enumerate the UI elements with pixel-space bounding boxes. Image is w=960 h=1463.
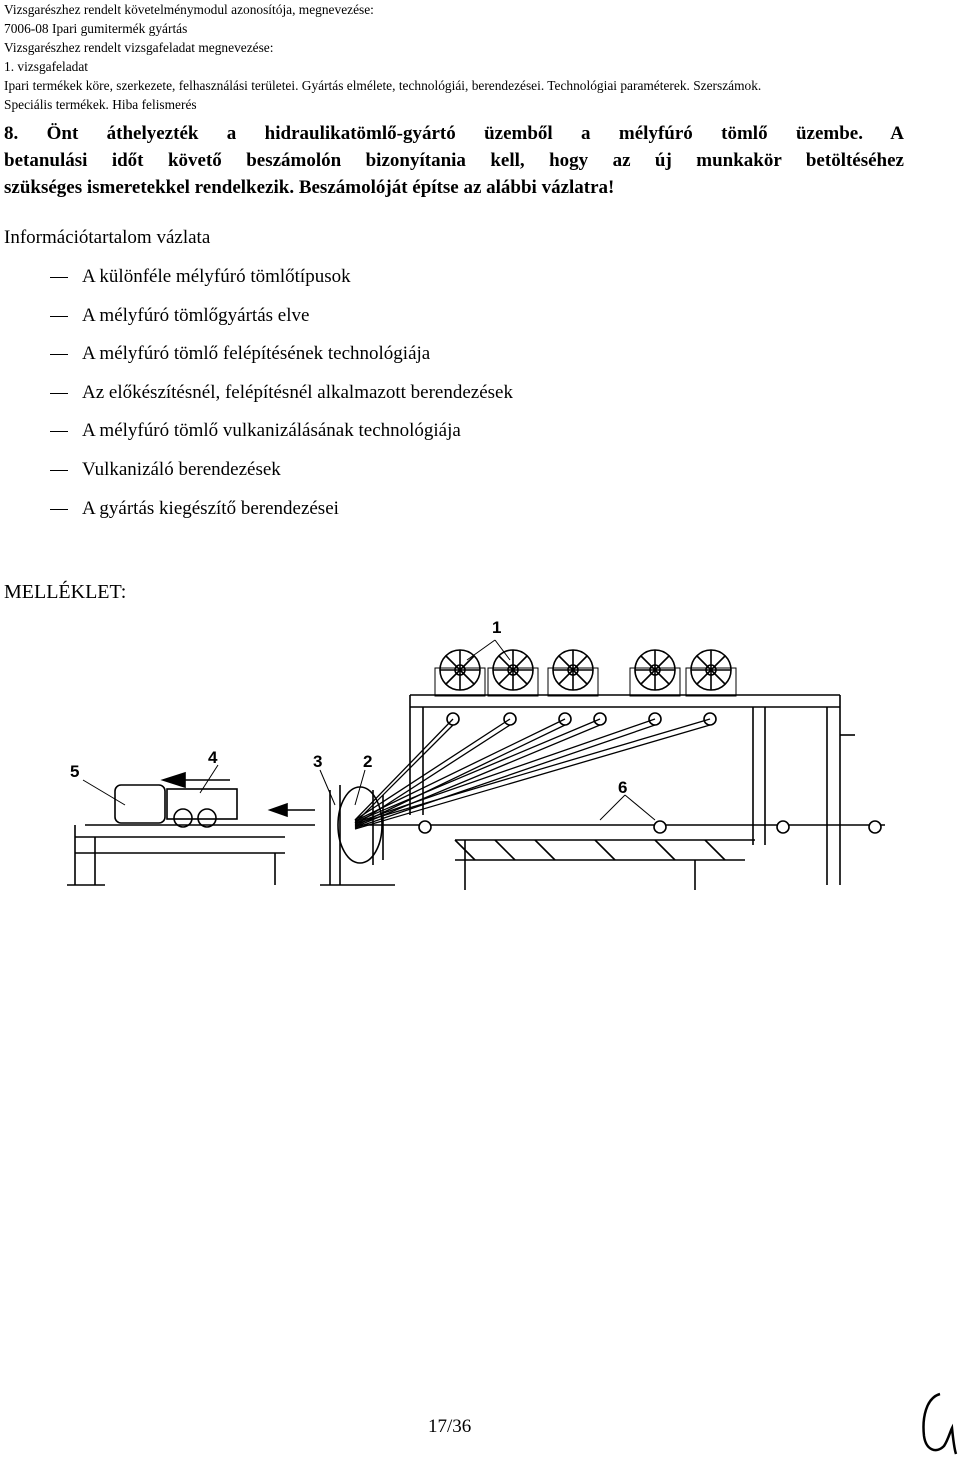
header-line: Vizsgarészhez rendelt követelménymodul a… bbox=[4, 2, 374, 17]
callout-leaders bbox=[82, 639, 656, 821]
list-item-text: Az előkészítésnél, felépítésnél alkalmaz… bbox=[82, 381, 513, 403]
dash-bullet bbox=[50, 392, 68, 394]
hose-machine-drawing bbox=[67, 639, 885, 890]
list-item-text: A különféle mélyfúró tömlőtípusok bbox=[82, 266, 351, 287]
list-item: A gyártás kiegészítő berendezései bbox=[50, 498, 513, 537]
dash-bullet bbox=[50, 354, 68, 356]
bobbin-icon bbox=[629, 649, 681, 697]
list-item: A mélyfúró tömlő felépítésének technológ… bbox=[50, 343, 513, 382]
list-item-text: A mélyfúró tömlő vulkanizálásának techno… bbox=[82, 420, 461, 442]
task-line: betanulási időt követő beszámolón bizony… bbox=[4, 150, 904, 171]
braiding-head bbox=[320, 785, 395, 886]
gantry-frame bbox=[409, 694, 855, 885]
dash-bullet bbox=[50, 469, 68, 471]
signature-mark bbox=[922, 1392, 958, 1455]
header-line: 1. vizsgafeladat bbox=[4, 59, 89, 74]
list-item: Vulkanizáló berendezések bbox=[50, 459, 513, 498]
list-item: A különféle mélyfúró tömlőtípusok bbox=[50, 266, 513, 305]
header-line: Speciális termékek. Hiba felismerés bbox=[4, 97, 197, 112]
dash-bullet bbox=[50, 277, 68, 278]
bobbin-icon bbox=[547, 649, 599, 697]
task-line: 8. Önt áthelyezték a hidraulikatömlő-gyá… bbox=[4, 123, 904, 144]
haul-off-unit bbox=[67, 771, 315, 886]
list-item: A mélyfúró tömlő vulkanizálásának techno… bbox=[50, 420, 513, 459]
outline-list: A különféle mélyfúró tömlőtípusok A mély… bbox=[50, 266, 513, 536]
document-header: Vizsgarészhez rendelt követelménymodul a… bbox=[4, 0, 954, 114]
list-item-text: Vulkanizáló berendezések bbox=[82, 458, 281, 480]
task-description: 8. Önt áthelyezték a hidraulikatömlő-gyá… bbox=[4, 120, 904, 201]
callout-label: 4 bbox=[208, 748, 218, 767]
callout-label: 2 bbox=[363, 752, 373, 771]
thread-lines bbox=[354, 718, 711, 830]
bobbin-icon bbox=[685, 649, 737, 697]
bobbin-row bbox=[434, 649, 737, 697]
dash-bullet bbox=[50, 315, 68, 317]
callout-label: 3 bbox=[313, 752, 323, 771]
callout-label: 5 bbox=[70, 762, 80, 781]
bobbin-icon bbox=[434, 649, 486, 697]
list-item-text: A gyártás kiegészítő berendezései bbox=[82, 497, 339, 519]
page-number: 17/36 bbox=[428, 1416, 472, 1437]
guide-rollers bbox=[446, 712, 717, 726]
dash-bullet bbox=[50, 431, 68, 433]
dash-bullet bbox=[50, 508, 68, 510]
list-item: A mélyfúró tömlőgyártás elve bbox=[50, 305, 513, 344]
header-line: Vizsgarészhez rendelt vizsgafeladat megn… bbox=[4, 40, 274, 55]
list-item-text: A mélyfúró tömlő felépítésének technológ… bbox=[82, 343, 431, 365]
callout-label: 1 bbox=[492, 618, 502, 637]
header-line: Ipari termékek köre, szerkezete, felhasz… bbox=[4, 78, 762, 93]
list-item: Az előkészítésnél, felépítésnél alkalmaz… bbox=[50, 382, 513, 421]
list-item-text: A mélyfúró tömlőgyártás elve bbox=[82, 304, 310, 326]
callout-label: 6 bbox=[618, 778, 628, 797]
outline-title: Információtartalom vázlata bbox=[4, 227, 211, 248]
support-truss bbox=[355, 820, 885, 890]
bobbin-icon bbox=[487, 649, 539, 697]
annex-label: MELLÉKLET: bbox=[4, 581, 127, 603]
header-line: 7006-08 Ipari gumitermék gyártás bbox=[4, 21, 188, 36]
task-line: szükséges ismeretekkel rendelkezik. Besz… bbox=[4, 177, 615, 198]
